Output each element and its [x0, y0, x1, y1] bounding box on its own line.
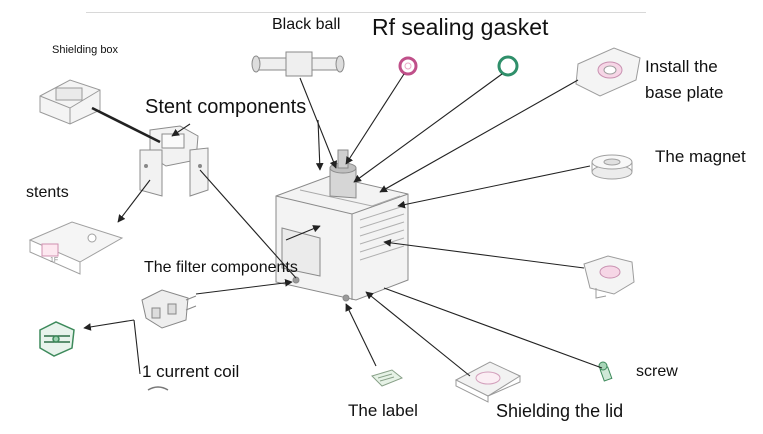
- stent-plate-part: [28, 221, 124, 275]
- rf-gasket-green-icon: [497, 55, 519, 77]
- filter-components-part: [141, 289, 197, 329]
- part-mark-text: 1F: [50, 257, 58, 264]
- coil-clip-part: [147, 386, 169, 391]
- label-black-ball: Black ball: [272, 16, 341, 33]
- bracket-plate-part: [583, 255, 635, 299]
- shielding-lid-part: [454, 361, 522, 403]
- label-stent-components: Stent components: [145, 96, 307, 118]
- label-current-coil: 1 current coil: [142, 362, 240, 381]
- label-install-base-plate-2: base plate: [645, 83, 724, 102]
- rf-gasket-pink-icon: [398, 56, 418, 76]
- label-the-magnet: The magnet: [655, 147, 746, 166]
- label-filter-components: The filter components: [144, 259, 298, 276]
- black-ball-part: [251, 51, 345, 77]
- base-plate-part: [575, 47, 641, 97]
- label-screw: screw: [636, 363, 678, 380]
- label-shielding-box: Shielding box: [52, 44, 119, 56]
- screw-part: [598, 361, 613, 382]
- label-rf-sealing-gasket: Rf sealing gasket: [372, 14, 549, 40]
- current-coil-part: [39, 321, 75, 357]
- shielding-box-part: [39, 79, 101, 125]
- top-divider: [86, 12, 646, 13]
- label-shielding-lid: Shielding the lid: [496, 401, 624, 421]
- label-the-label: The label: [348, 401, 418, 420]
- stent-components-part: [139, 125, 209, 197]
- magnetron-body: [275, 149, 409, 302]
- label-stents: stents: [26, 184, 69, 201]
- leader-lines: [83, 73, 603, 377]
- magnet-part: [591, 154, 633, 180]
- label-sticker-part: [371, 369, 403, 387]
- label-install-base-plate-1: Install the: [645, 57, 718, 76]
